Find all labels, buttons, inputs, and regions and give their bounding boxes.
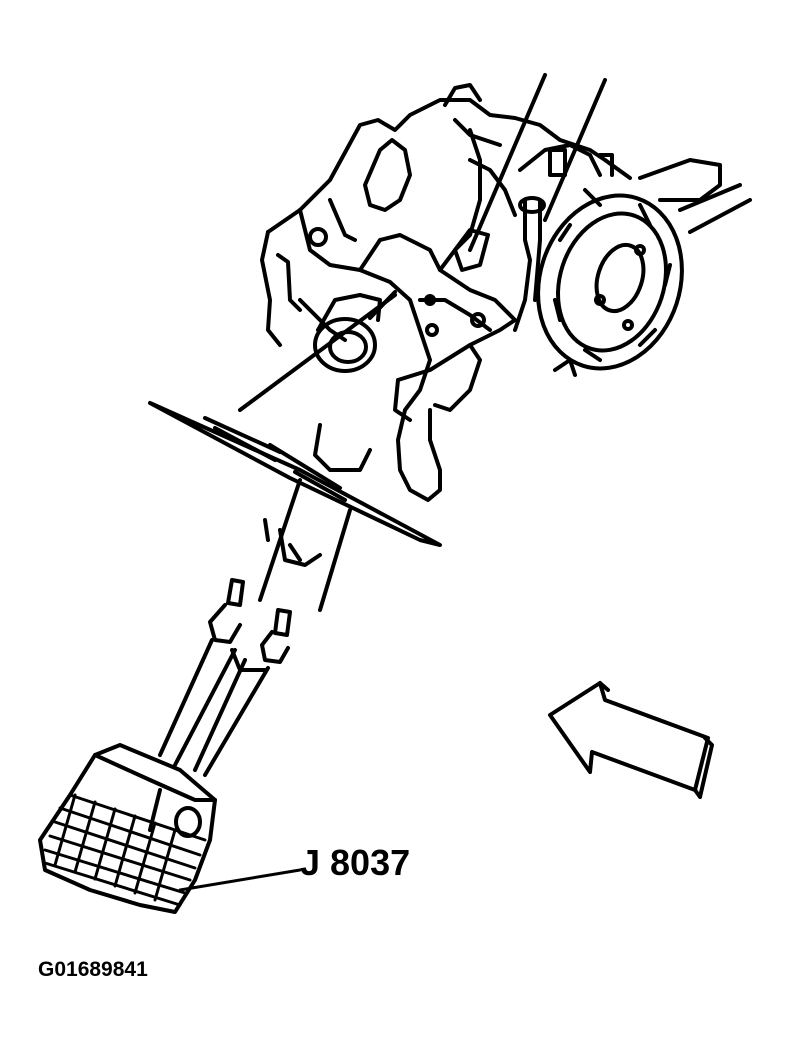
guide-lines (238, 73, 607, 412)
pump-body (258, 423, 372, 612)
studs (208, 578, 292, 664)
gasket (148, 401, 442, 547)
knurled-grip (43, 793, 207, 907)
figure-id: G01689841 (38, 958, 148, 981)
round-port (308, 227, 486, 373)
engine-housing (260, 83, 632, 502)
tool-head (38, 743, 217, 914)
tool-shafts (158, 638, 270, 777)
tool-label: J 8037 (300, 842, 411, 883)
drive-gear (536, 158, 752, 377)
arrow-left-icon (548, 681, 714, 799)
callout-leader (178, 868, 302, 892)
